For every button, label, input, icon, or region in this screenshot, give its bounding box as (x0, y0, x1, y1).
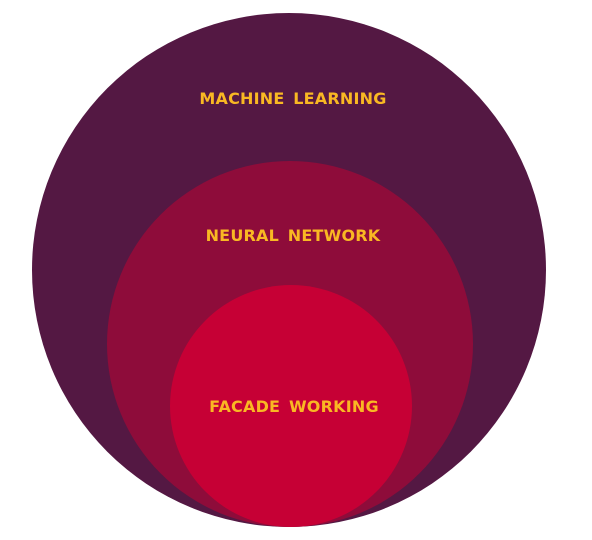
facade-working-circle (170, 285, 412, 527)
facade-working-label: FACADE WORKING (209, 397, 379, 416)
neural-network-label: NEURAL NETWORK (205, 226, 381, 245)
machine-learning-label: MACHINE LEARNING (199, 89, 387, 108)
